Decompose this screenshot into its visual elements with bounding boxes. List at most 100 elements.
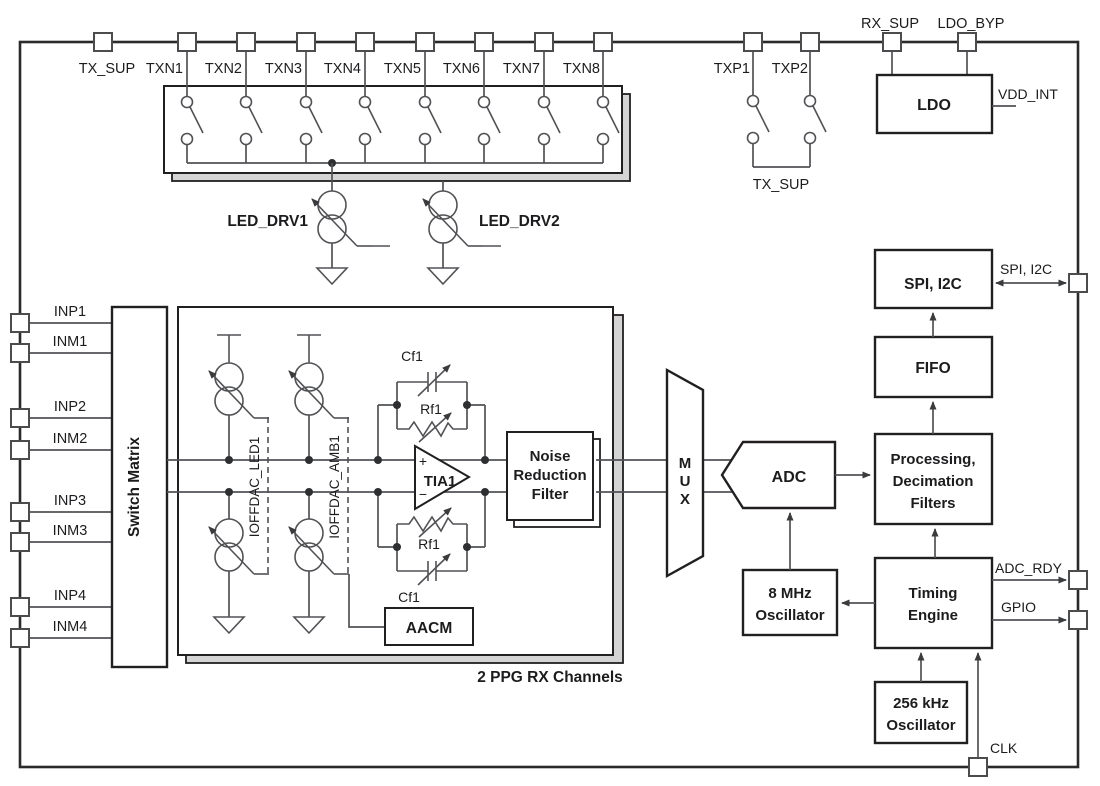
mux-label-x: X [680,491,690,508]
signal-arrows [786,279,1067,759]
pin-label-txn7: TXN7 [503,61,540,77]
pin-spi-i2c [1068,273,1088,293]
ioffdac-led1-label: IOFFDAC_LED1 [247,437,262,538]
spi-i2c-block [873,248,994,310]
pins [10,32,1088,777]
pin-txn2 [236,32,256,52]
pin-txn8 [593,32,613,52]
pin-txn6 [474,32,494,52]
pin-tx-sup [93,32,113,52]
mux-label-m: M [679,455,692,472]
nrf-block [506,431,594,521]
ldo-block [875,73,994,135]
rf1-top-label: Rf1 [420,401,442,417]
spi-i2c-net-label: SPI, I2C [1000,261,1052,277]
osc8-label-2: Oscillator [755,607,824,624]
osc256-label-2: Oscillator [886,717,955,734]
timing-label-1: Timing [909,585,958,602]
ground-symbol [316,267,348,285]
net-label-tx-sup: TX_SUP [753,177,809,193]
led-driver-1 [312,163,390,285]
pin-txn4 [355,32,375,52]
pin-label-inp2: INP2 [54,399,86,415]
pin-label-tx-sup: TX_SUP [79,61,135,77]
ioffdac-amb1-sink [289,492,349,634]
ppg-channels-caption: 2 PPG RX Channels [477,669,623,686]
pin-label-txn4: TXN4 [324,61,361,77]
processing-label-1: Processing, [890,451,975,468]
nrf-label-1: Noise [530,448,571,465]
labels: TX_SUP TXN1 TXN2 TXN3 TXN4 TXN5 TXN6 TXN… [53,16,1063,756]
led-drv2-label: LED_DRV2 [479,213,560,230]
osc8-label-1: 8 MHz [768,585,811,602]
ioffdac-led1-sink [209,492,269,634]
input-pin-wires [29,322,112,639]
pin-inp2 [10,408,30,428]
pin-label-ldo-byp: LDO_BYP [938,16,1005,32]
ground-symbol [427,267,459,285]
fifo-label: FIFO [915,360,950,377]
pin-rx-sup [882,32,902,52]
cf1-bottom-label: Cf1 [398,589,420,605]
rf1-bottom-label: Rf1 [418,536,440,552]
processing-label-3: Filters [910,495,955,512]
pin-inp4 [10,597,30,617]
pin-label-txn8: TXN8 [563,61,600,77]
nrf-label-2: Reduction [513,467,586,484]
processing-block [873,432,994,526]
txn-switches [180,51,620,163]
feedback-bottom [377,492,486,585]
pin-label-inm2: INM2 [53,431,88,447]
pin-txn3 [296,32,316,52]
pin-label-inp1: INP1 [54,304,86,320]
led-driver-2 [423,181,501,285]
pin-label-txp2: TXP2 [772,61,808,77]
pin-clk [968,757,988,777]
pin-ldo-byp [957,32,977,52]
timing-label-2: Engine [908,607,958,624]
pin-label-txn5: TXN5 [384,61,421,77]
pin-label-txn3: TXN3 [265,61,302,77]
pin-label-inm3: INM3 [53,523,88,539]
ppg-channel-internals [167,334,507,646]
osc-256khz-block [873,680,969,745]
ioffdac-amb1-label: IOFFDAC_AMB1 [327,435,342,539]
osc-8mhz-block [741,568,839,637]
ldo-section [875,51,1016,135]
tia-plus-label: + [419,453,427,469]
pin-inm1 [10,343,30,363]
vdd-int-label: VDD_INT [998,86,1058,102]
pin-label-txn6: TXN6 [443,61,480,77]
pin-inm2 [10,440,30,460]
pin-gpio [1068,610,1088,630]
led-drv1-label: LED_DRV1 [227,213,308,230]
gpio-net-label: GPIO [1001,599,1036,615]
pin-label-txp1: TXP1 [714,61,750,77]
pin-inp1 [10,313,30,333]
pin-label-inm1: INM1 [53,334,88,350]
osc256-label-1: 256 kHz [893,695,949,712]
pin-inm4 [10,628,30,648]
adc-label: ADC [772,469,807,486]
ioffdac-led1-source [209,363,269,460]
pin-txn5 [415,32,435,52]
pin-label-txn2: TXN2 [205,61,242,77]
cf1-top-label: Cf1 [401,348,423,364]
processing-label-2: Decimation [893,473,974,490]
ldo-label: LDO [917,97,951,114]
pin-inp3 [10,502,30,522]
mux-block [665,367,705,579]
pin-label-inp3: INP3 [54,493,86,509]
mux-label-u: U [680,473,691,490]
pin-inm3 [10,532,30,552]
clk-net-label: CLK [990,740,1018,756]
aacm-label: AACM [406,620,453,637]
tia-minus-label: − [419,486,427,502]
switch-matrix-label: Switch Matrix [126,437,143,537]
aacm-wire [348,574,385,628]
pin-txp2 [800,32,820,52]
pin-adc-rdy [1068,570,1088,590]
txp-switches [746,51,827,168]
